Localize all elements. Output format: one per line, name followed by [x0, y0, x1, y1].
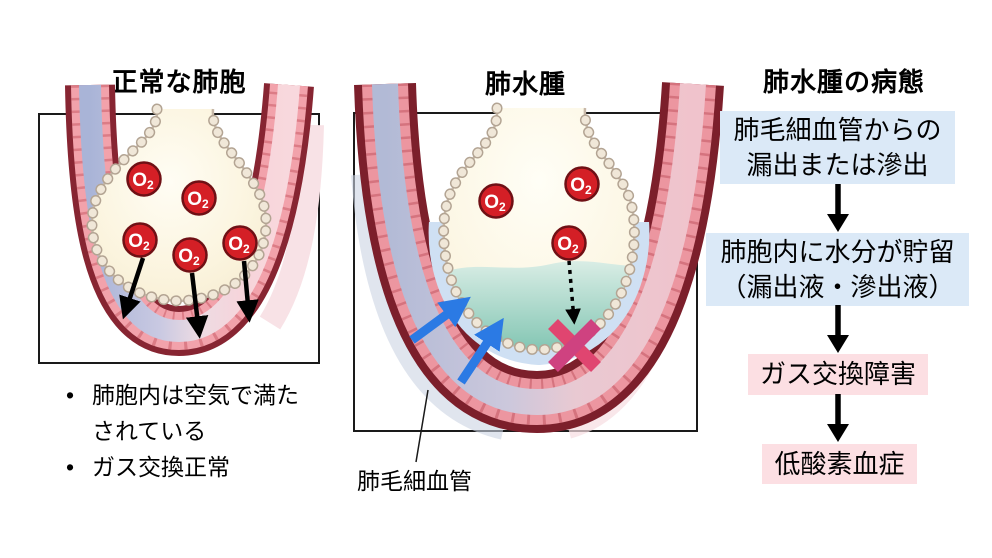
svg-text:O2: O2	[484, 192, 506, 214]
flow-step-gas-exchange-impairment: ガス交換障害	[748, 354, 928, 395]
block-x-mark	[548, 319, 601, 372]
flow-arrow-icon	[827, 305, 849, 353]
bullet-text: 肺胞内は空気で満たされている	[92, 382, 299, 444]
svg-text:O2: O2	[228, 234, 250, 256]
gas-exchange-arrows	[119, 257, 259, 339]
o2-molecule: O2	[126, 161, 162, 197]
o2-molecule: O2	[478, 183, 514, 219]
svg-text:O2: O2	[187, 189, 209, 211]
svg-text:O2: O2	[557, 234, 579, 256]
flow-step-hypoxemia: 低酸素血症	[762, 444, 917, 484]
normal-alveolus-svg: O2 O2 O2 O2 O2	[65, 83, 324, 357]
o2-molecule: O2	[122, 222, 158, 258]
blocked-o2-arrow	[565, 260, 581, 325]
capillary-pointer-line	[415, 389, 429, 463]
flow-arrow-icon	[827, 394, 849, 442]
svg-text:O2: O2	[570, 175, 592, 197]
o2-molecule: O2	[564, 166, 600, 202]
o2-molecule: O2	[551, 225, 587, 261]
capillary-lumen	[372, 83, 706, 416]
o2-molecules: O2 O2 O2 O2 O2	[122, 161, 258, 273]
flow-step-capillary-leak: 肺毛細血管からの 漏出または滲出	[720, 111, 955, 184]
svg-text:O2: O2	[128, 231, 150, 253]
bullet-marker: •	[66, 454, 75, 480]
edema-alveolus-figure: O2 O2 O2	[351, 82, 724, 463]
fluid-leak-arrows	[409, 296, 504, 385]
o2-molecule: O2	[172, 237, 208, 273]
flow-arrow-icon	[827, 184, 849, 232]
alveolus	[86, 103, 272, 307]
svg-text:O2: O2	[132, 170, 154, 192]
edema-panel-title: 肺水腫	[484, 69, 566, 99]
svg-text:O2: O2	[178, 246, 200, 268]
normal-alveolus-figure: O2 O2 O2 O2 O2	[38, 83, 324, 364]
o2-molecules: O2 O2 O2	[478, 166, 600, 261]
bullet-marker: •	[66, 382, 75, 408]
normal-panel-notes: • 肺胞内は空気で満たされている • ガス交換正常	[66, 377, 330, 485]
bullet-item: • ガス交換正常	[66, 449, 330, 485]
flow-step-fluid-accumulation: 肺胞内に水分が貯留 （漏出液・滲出液）	[706, 233, 969, 306]
o2-molecule: O2	[181, 180, 217, 216]
bullet-text: ガス交換正常	[92, 454, 230, 480]
o2-molecule: O2	[222, 225, 258, 261]
capillary-label: 肺毛細血管	[357, 468, 472, 494]
capillary-vessel	[354, 82, 724, 434]
exterior-pink-wash	[259, 124, 324, 330]
flow-panel-title: 肺水腫の病態	[762, 67, 925, 97]
normal-panel-title: 正常な肺胞	[111, 67, 247, 97]
edema-alveolus-svg: O2 O2 O2	[351, 82, 724, 463]
bullet-item: • 肺胞内は空気で満たされている	[66, 377, 330, 449]
